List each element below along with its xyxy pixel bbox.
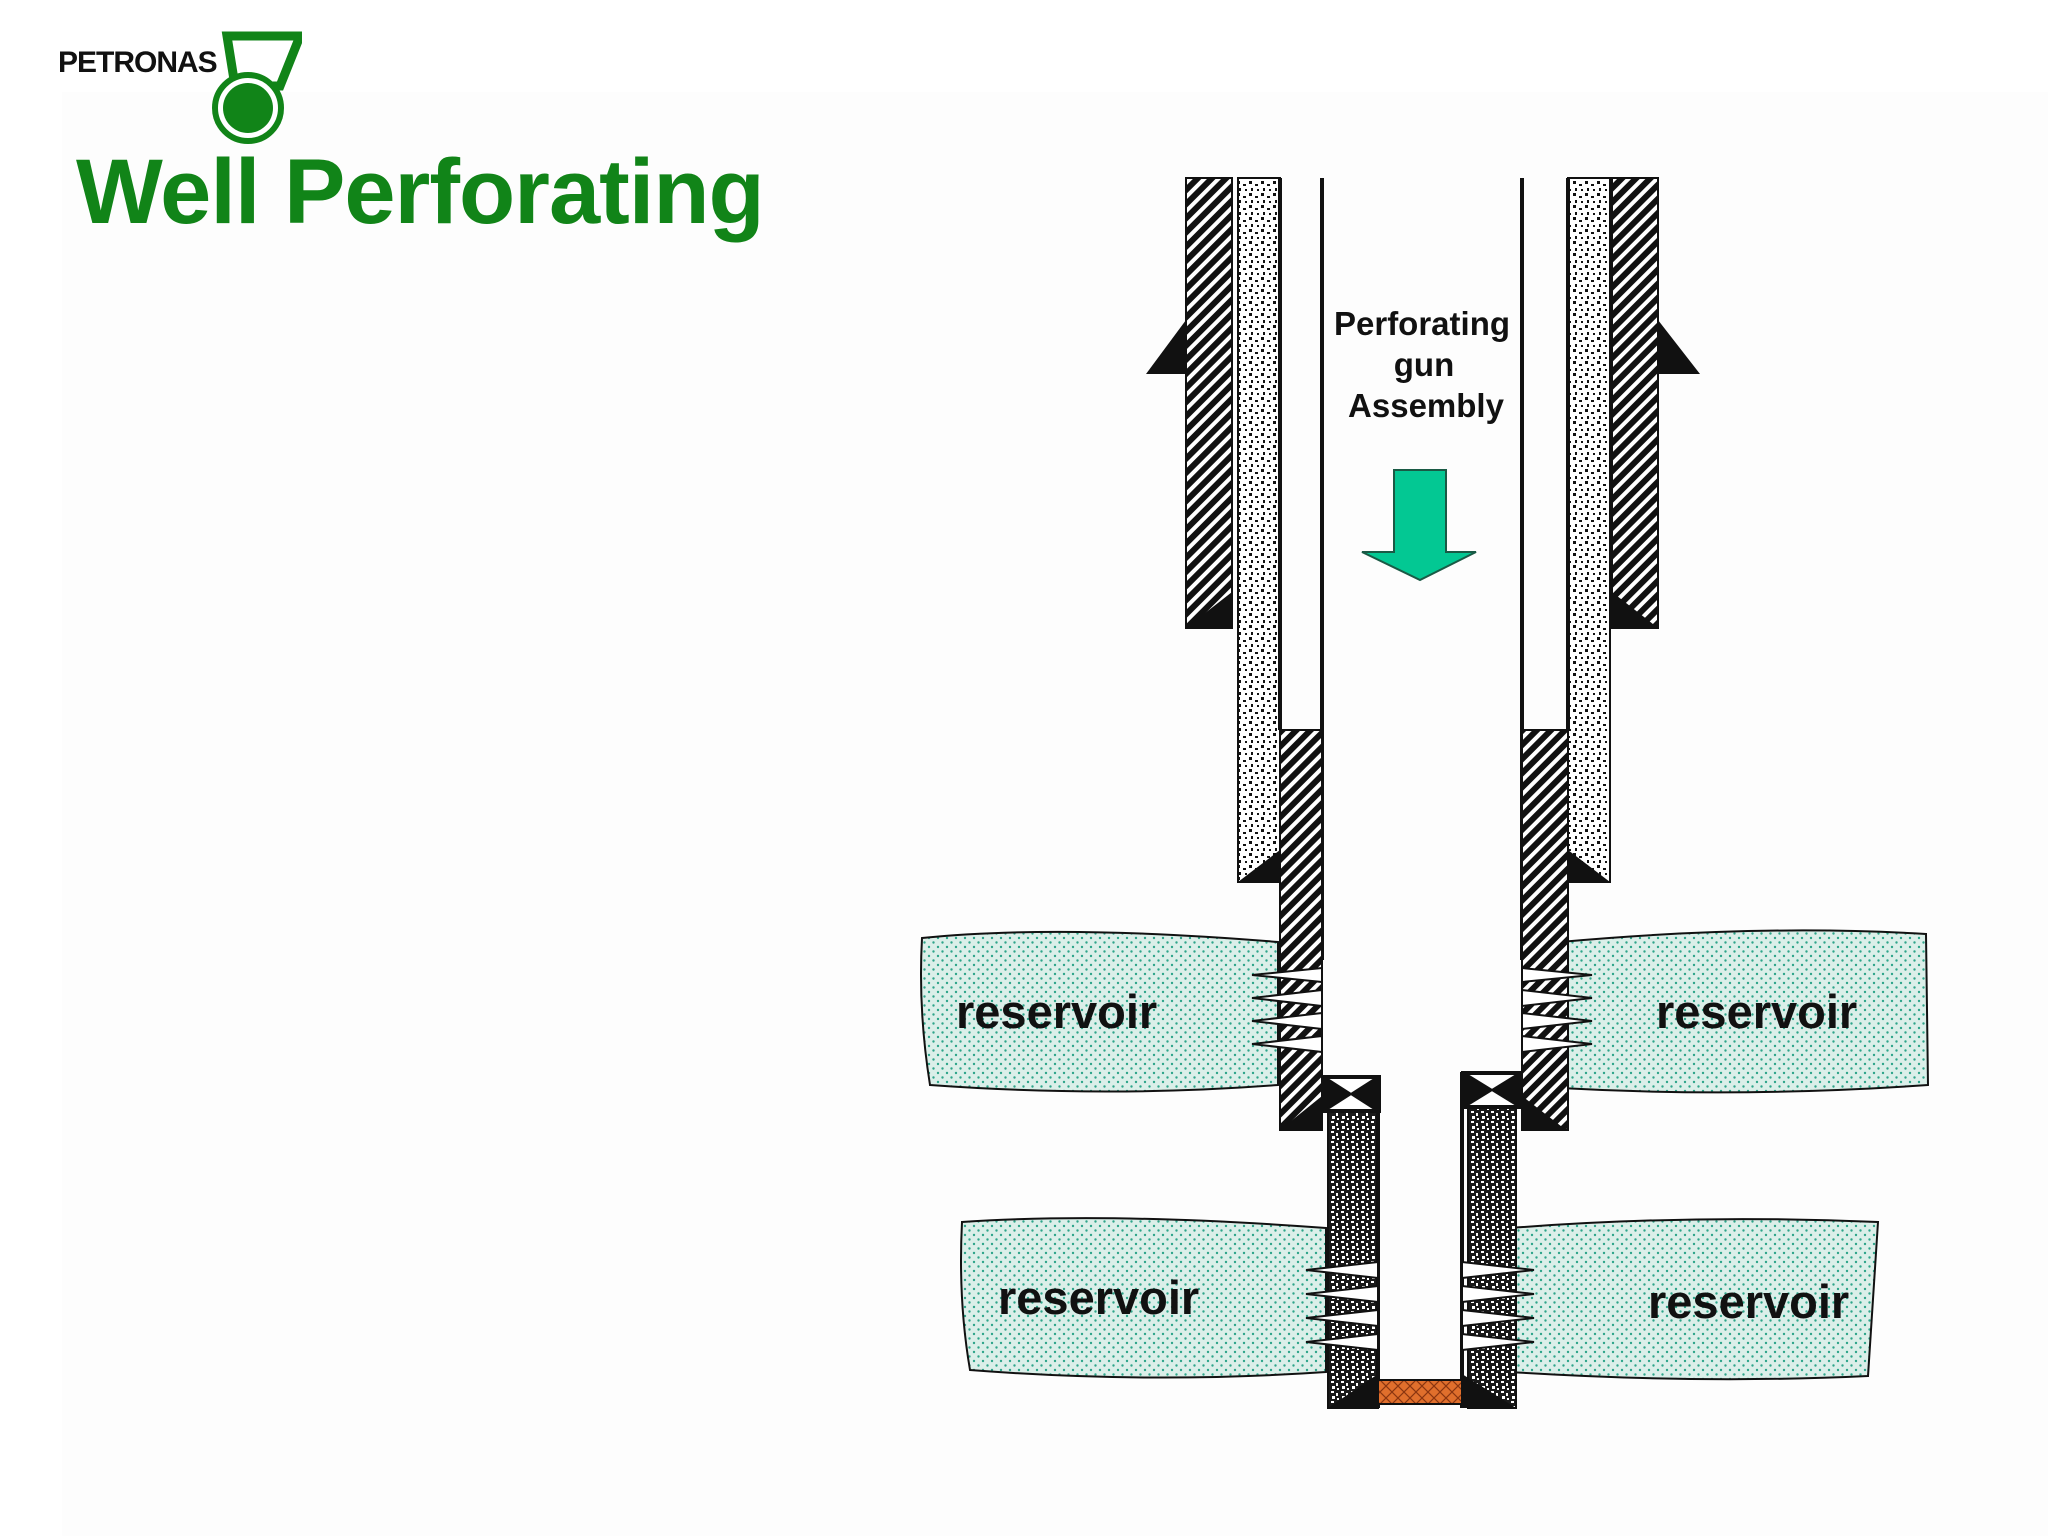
perforations-lower-left xyxy=(1305,1260,1379,1352)
liner-cement-left xyxy=(1279,729,1323,1131)
liner-cement-right xyxy=(1521,729,1569,1131)
logo-text: PETRONAS xyxy=(58,46,218,79)
outer-casing-left xyxy=(1185,177,1233,629)
gun-label-line-1: Perforating xyxy=(1334,305,1510,342)
reservoir-upper-right xyxy=(1559,929,1930,1094)
casing-shoe-right xyxy=(1612,592,1658,628)
gun-label-line-3: Assembly xyxy=(1348,387,1505,424)
casing-hanger-left xyxy=(1146,320,1186,374)
perforations-upper-left xyxy=(1251,966,1323,1054)
perforations-lower-right xyxy=(1461,1260,1535,1352)
page-title: Well Perforating xyxy=(76,141,765,243)
petronas-logo: PETRONAS xyxy=(58,30,308,145)
liner-shoe-left xyxy=(1280,1096,1322,1130)
casing-hanger-right xyxy=(1658,320,1700,374)
reservoir-label-lower-right: reservoir xyxy=(1648,1275,1849,1328)
casing-shoe-left xyxy=(1186,592,1232,628)
reservoir-label-upper-left: reservoir xyxy=(956,985,1157,1038)
reservoir-lower-left xyxy=(960,1217,1327,1379)
intermediate-cement-right xyxy=(1567,177,1611,883)
reservoir-label-upper-right: reservoir xyxy=(1656,985,1857,1038)
reservoir-lower-right xyxy=(1509,1218,1880,1381)
gun-label-line-2: gun xyxy=(1394,346,1454,383)
perforations-upper-right xyxy=(1521,966,1593,1054)
tubing-wall-right xyxy=(1467,1107,1517,1409)
packer-right xyxy=(1461,1071,1523,1109)
intermediate-shoe-left xyxy=(1238,850,1280,882)
bottom-plug xyxy=(1377,1379,1463,1405)
tubing-wall-left xyxy=(1327,1111,1379,1409)
packer-left xyxy=(1321,1075,1381,1113)
intermediate-shoe-right xyxy=(1568,850,1610,882)
reservoir-label-lower-left: reservoir xyxy=(998,1271,1199,1324)
bottom-shoe-right xyxy=(1462,1374,1516,1408)
bottom-shoe-left xyxy=(1328,1374,1378,1408)
outer-casing-right xyxy=(1611,177,1659,629)
petronas-drop-logo-icon xyxy=(212,31,302,144)
liner-shoe-right xyxy=(1522,1096,1566,1130)
down-arrow-icon xyxy=(1361,469,1477,582)
intermediate-cement-left xyxy=(1237,177,1281,883)
reservoir-upper-left xyxy=(920,930,1279,1093)
